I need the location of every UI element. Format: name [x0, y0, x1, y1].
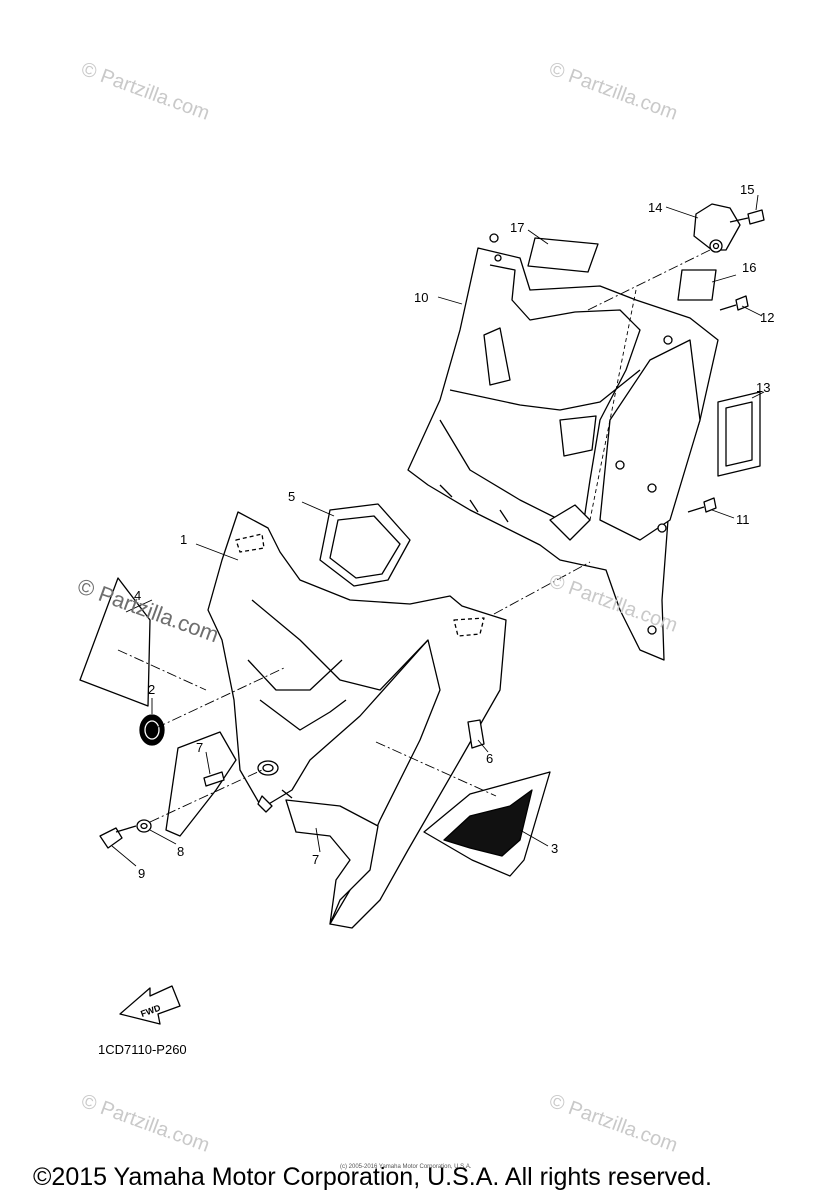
callout-12: 12 — [760, 310, 774, 325]
copyright: ©2015 Yamaha Motor Corporation, U.S.A. A… — [33, 1163, 712, 1191]
callout-11: 11 — [736, 512, 750, 527]
part-6-clip — [467, 719, 485, 749]
part-7-screw-upper — [203, 771, 225, 787]
callout-10: 10 — [414, 290, 428, 305]
watermark-4: © Partzilla.com — [78, 1090, 212, 1157]
callout-1: 1 — [180, 532, 187, 547]
callout-5: 5 — [288, 489, 295, 504]
part-15-screw — [729, 209, 765, 225]
part-2-emblem — [139, 714, 165, 746]
part-4-decal — [79, 577, 151, 707]
watermark-5: © Partzilla.com — [546, 1090, 680, 1157]
part-16-label — [677, 269, 717, 301]
callout-13: 13 — [756, 380, 770, 395]
callout-9: 9 — [138, 866, 145, 881]
part-3-decal — [423, 771, 551, 877]
callout-6: 6 — [486, 751, 493, 766]
part-14-bracket — [693, 203, 741, 253]
fwd-arrow — [119, 985, 181, 1025]
part-11-screw — [687, 497, 717, 513]
part-17-label — [527, 237, 599, 273]
callout-17: 17 — [510, 220, 524, 235]
part-5-grille — [319, 503, 411, 587]
diagram-code: 1CD7110-P260 — [98, 1042, 187, 1057]
watermark-1: © Partzilla.com — [78, 58, 212, 125]
callout-16: 16 — [742, 260, 756, 275]
callout-15: 15 — [740, 182, 754, 197]
inner-leg-shield — [407, 233, 719, 661]
part-12-screw — [719, 295, 749, 311]
left-lower-panel — [165, 731, 237, 837]
front-cover — [207, 511, 507, 929]
callout-4: 4 — [134, 588, 141, 603]
callout-8: 8 — [177, 844, 184, 859]
leader-lines — [111, 194, 765, 867]
callout-labels: 1 2 3 4 5 6 7 7 8 9 10 11 12 13 14 15 16… — [134, 182, 774, 1019]
small-print: (c) 2005-2016 Yamaha Motor Corporation, … — [340, 1164, 472, 1170]
callout-7a: 7 — [196, 740, 203, 755]
watermark-2: © Partzilla.com — [546, 58, 680, 125]
callout-3: 3 — [551, 841, 558, 856]
part-13-trim — [717, 391, 761, 477]
callout-14: 14 — [648, 200, 662, 215]
part-9-bolt — [99, 825, 137, 849]
callout-7b: 7 — [312, 852, 319, 867]
callout-2: 2 — [148, 682, 155, 697]
lower-right-panel — [285, 799, 379, 925]
part-8-washer — [136, 819, 152, 833]
